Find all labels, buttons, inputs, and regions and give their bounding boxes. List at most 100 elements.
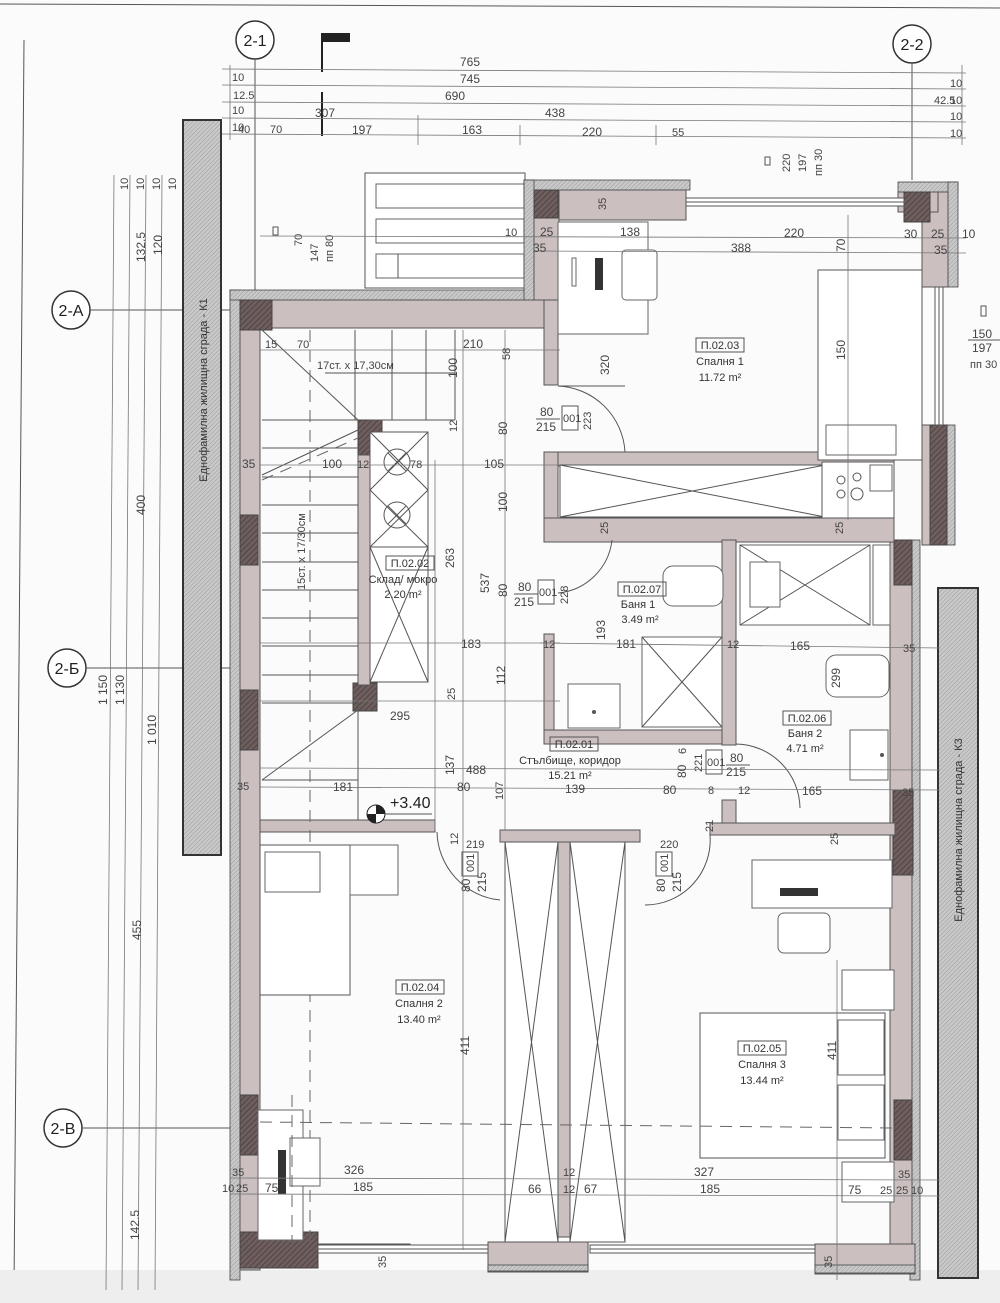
svg-text:П.02.01: П.02.01 <box>555 739 594 751</box>
svg-text:10: 10 <box>167 178 179 190</box>
svg-text:112: 112 <box>494 666 508 685</box>
svg-text:25: 25 <box>880 1185 892 1197</box>
svg-text:Баня 2: Баня 2 <box>788 728 823 740</box>
svg-text:15: 15 <box>265 339 277 351</box>
svg-text:12: 12 <box>449 833 461 845</box>
wardrobe-bedroom1 <box>559 464 826 518</box>
column <box>239 514 259 566</box>
sheet-border-left <box>13 39 25 1291</box>
svg-text:327: 327 <box>694 1165 714 1179</box>
svg-text:2-2: 2-2 <box>900 37 923 54</box>
svg-text:181: 181 <box>333 780 353 794</box>
svg-text:пп 30: пп 30 <box>970 359 997 371</box>
svg-text:537: 537 <box>478 573 492 593</box>
svg-text:001: 001 <box>707 757 725 769</box>
svg-text:80: 80 <box>459 878 473 892</box>
svg-text:12.5: 12.5 <box>233 90 254 102</box>
svg-text:215: 215 <box>670 872 684 892</box>
svg-text:228: 228 <box>559 586 571 604</box>
top-dimensions: 765 745 690 12.5 42.5 307 438 40 70 197 … <box>221 55 967 145</box>
svg-text:35: 35 <box>898 1169 910 1181</box>
room-label-p0201: П.02.01 Стълбище, коридор 15.21 m² <box>519 736 621 782</box>
room-label-p0204: П.02.04 Спалня 2 13.40 m² <box>395 979 445 1026</box>
svg-text:25: 25 <box>236 1183 248 1195</box>
interior-dimensions-bath: 25 25 193 181 12 12 165 299 35 <box>539 522 941 688</box>
svg-text:400: 400 <box>134 495 148 515</box>
svg-text:165: 165 <box>802 784 822 798</box>
axis-2-B: 2-Б <box>47 648 240 688</box>
axis-2-1: 2-1 <box>235 20 275 290</box>
svg-text:Еднофамилна жилищна сграда - К: Еднофамилна жилищна сграда - К3 <box>953 738 965 921</box>
sheet-border-top <box>0 3 1000 9</box>
svg-text:75: 75 <box>265 1181 279 1195</box>
svg-text:Спалня 3: Спалня 3 <box>738 1059 786 1071</box>
svg-text:Еднофамилна жилищна сграда - К: Еднофамилна жилищна сграда - К1 <box>198 298 210 481</box>
svg-text:438: 438 <box>545 106 565 120</box>
axis-2-2: 2-2 <box>892 24 932 180</box>
column <box>903 191 931 223</box>
svg-text:165: 165 <box>790 639 810 653</box>
svg-text:307: 307 <box>315 106 335 120</box>
svg-text:78: 78 <box>410 459 422 471</box>
svg-text:10: 10 <box>135 178 147 190</box>
svg-text:215: 215 <box>514 595 534 609</box>
svg-text:40: 40 <box>238 124 250 136</box>
door-tag: 220 001 80 215 <box>654 839 684 892</box>
svg-text:21: 21 <box>704 820 716 832</box>
svg-text:132.5: 132.5 <box>134 232 148 262</box>
svg-text:80: 80 <box>730 751 744 765</box>
neighbor-building-k3: Еднофамилна жилищна сграда - К3 <box>937 587 979 1279</box>
svg-text:15ст. x 17/30см: 15ст. x 17/30см <box>296 513 308 590</box>
svg-text:6: 6 <box>677 748 689 754</box>
door-tag: 80 215 001 223 <box>536 405 594 434</box>
window-tag-right: 150 197 пп 30 <box>968 305 1000 371</box>
svg-text:2-Б: 2-Б <box>55 661 80 678</box>
svg-text:80: 80 <box>457 780 471 794</box>
svg-text:10: 10 <box>505 227 517 239</box>
svg-text:17ст. x 17,30см: 17ст. x 17,30см <box>317 360 394 372</box>
column <box>893 1099 913 1161</box>
column <box>533 189 559 219</box>
svg-text:+3.40: +3.40 <box>390 795 431 812</box>
svg-text:142.5: 142.5 <box>128 1210 142 1240</box>
svg-text:107: 107 <box>494 782 506 800</box>
svg-text:193: 193 <box>594 620 608 640</box>
door-tag: 80 215 001 221 <box>693 749 750 779</box>
balcony-grating <box>364 172 526 289</box>
svg-text:690: 690 <box>445 89 465 103</box>
svg-text:197: 197 <box>352 123 372 137</box>
svg-text:35: 35 <box>934 243 948 257</box>
svg-text:П.02.04: П.02.04 <box>401 982 440 994</box>
svg-text:Спалня 1: Спалня 1 <box>696 356 744 368</box>
svg-text:12: 12 <box>563 1184 575 1196</box>
svg-text:100: 100 <box>446 358 460 378</box>
svg-text:210: 210 <box>463 337 483 351</box>
desk-bedroom1 <box>557 221 658 335</box>
kitchenette <box>821 461 895 519</box>
svg-text:185: 185 <box>353 1180 373 1194</box>
svg-text:147: 147 <box>309 244 321 262</box>
svg-text:220: 220 <box>784 226 804 240</box>
svg-text:10: 10 <box>950 95 962 107</box>
svg-text:35: 35 <box>377 1256 389 1268</box>
svg-text:183: 183 <box>461 637 481 651</box>
svg-text:П.02.06: П.02.06 <box>788 713 827 725</box>
svg-text:10: 10 <box>950 128 962 140</box>
svg-text:25: 25 <box>446 688 458 700</box>
bedroom-2-furniture <box>257 844 399 1250</box>
svg-text:25: 25 <box>540 225 554 239</box>
svg-text:66: 66 <box>528 1182 542 1196</box>
left-dimensions: 10 10 10 10 132.5 120 400 1 150 1 130 1 … <box>96 174 179 1291</box>
svg-text:10: 10 <box>232 122 244 134</box>
room-label-p0206: П.02.06 Баня 2 4.71 m² <box>782 710 832 755</box>
svg-text:745: 745 <box>460 72 480 86</box>
svg-text:220: 220 <box>582 125 602 139</box>
svg-text:1 130: 1 130 <box>113 675 127 705</box>
svg-text:11.72 m²: 11.72 m² <box>699 372 742 384</box>
svg-text:12: 12 <box>357 459 369 471</box>
svg-text:Склад/ мокро: Склад/ мокро <box>369 574 438 586</box>
svg-text:295: 295 <box>390 709 410 723</box>
svg-text:150: 150 <box>834 340 848 360</box>
svg-text:30: 30 <box>904 227 918 241</box>
